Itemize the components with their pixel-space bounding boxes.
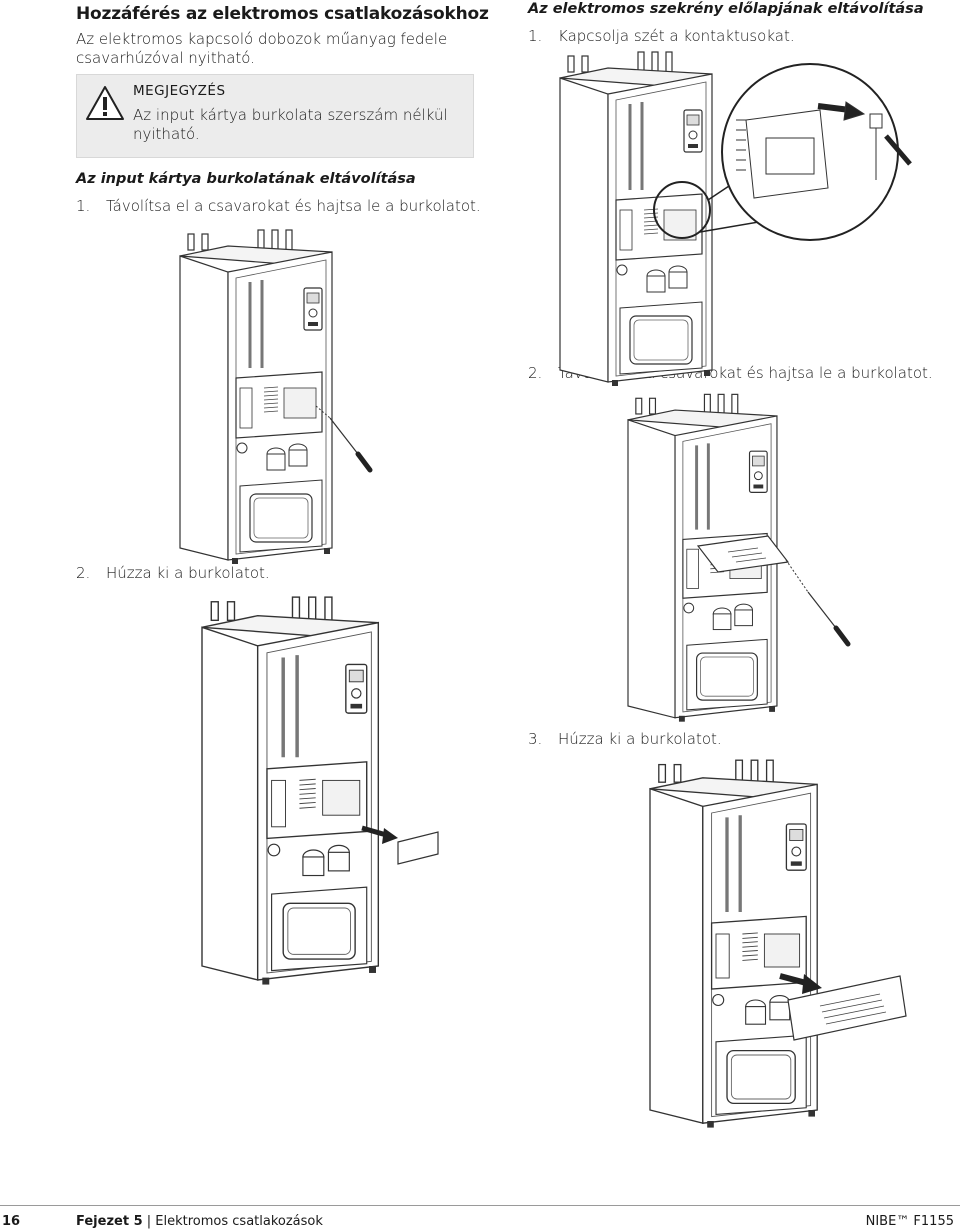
intro-text-line2: csavarhúzóval nyitható. [76, 49, 255, 67]
note-text-line1: Az input kártya burkolata szerszám nélkü… [133, 106, 448, 124]
footer-separator: | [146, 1214, 152, 1229]
step-text: Távolítsa el a csavarokat és hajtsa le a… [106, 197, 481, 215]
tilted-cover [696, 535, 790, 573]
step-text: Húzza ki a burkolatot. [558, 730, 722, 748]
footer-rule [0, 1205, 960, 1206]
step-number: 1. [76, 197, 91, 215]
left-step-2: 2. Húzza ki a burkolatot. [76, 564, 270, 582]
page-heading: Hozzáférés az elektromos csatlakozásokho… [76, 4, 489, 24]
step-number: 2. [528, 364, 543, 382]
page-number: 16 [2, 1214, 21, 1229]
left-step-1: 1. Távolítsa el a csavarokat és hajtsa le… [76, 197, 481, 215]
note-box: MEGJEGYZÉS Az input kártya burkolata sze… [76, 74, 474, 158]
warning-triangle-icon [86, 86, 124, 120]
footer-chapter: Fejezet 5 | Elektromos csatlakozások [76, 1214, 323, 1229]
figure-remove-screws-front-panel [626, 392, 858, 724]
figure-pull-out-front-panel [648, 758, 907, 1130]
step-number: 3. [528, 730, 543, 748]
note-title: MEGJEGYZÉS [133, 83, 226, 99]
chapter-title: Elektromos csatlakozások [155, 1214, 323, 1229]
zoom-circle [653, 181, 711, 239]
right-step-1: 1. Kapcsolja szét a kontaktusokat. [528, 27, 795, 45]
removed-front-panel [787, 975, 907, 1041]
right-step-3: 3. Húzza ki a burkolatot. [528, 730, 722, 748]
footer-brand: NIBE™ F1155 [865, 1214, 954, 1229]
left-section-title: Az input kártya burkolatának eltávolítás… [76, 171, 416, 187]
note-text-line2: nyitható. [133, 125, 200, 143]
step-text: Kapcsolja szét a kontaktusokat. [558, 27, 795, 45]
right-section-title: Az elektromos szekrény előlapjának eltáv… [528, 1, 924, 17]
step-number: 1. [528, 27, 543, 45]
chapter-label: Fejezet 5 [76, 1214, 143, 1229]
step-number: 2. [76, 564, 91, 582]
step-text: Húzza ki a burkolatot. [106, 564, 270, 582]
intro-text-line1: Az elektromos kapcsoló dobozok műanyag f… [76, 30, 448, 48]
removed-cover [397, 831, 439, 865]
figure-pull-out-input-cover [200, 595, 439, 987]
figure-disconnect-contacts [558, 50, 912, 388]
figure-remove-screws-input-cover [178, 228, 400, 566]
